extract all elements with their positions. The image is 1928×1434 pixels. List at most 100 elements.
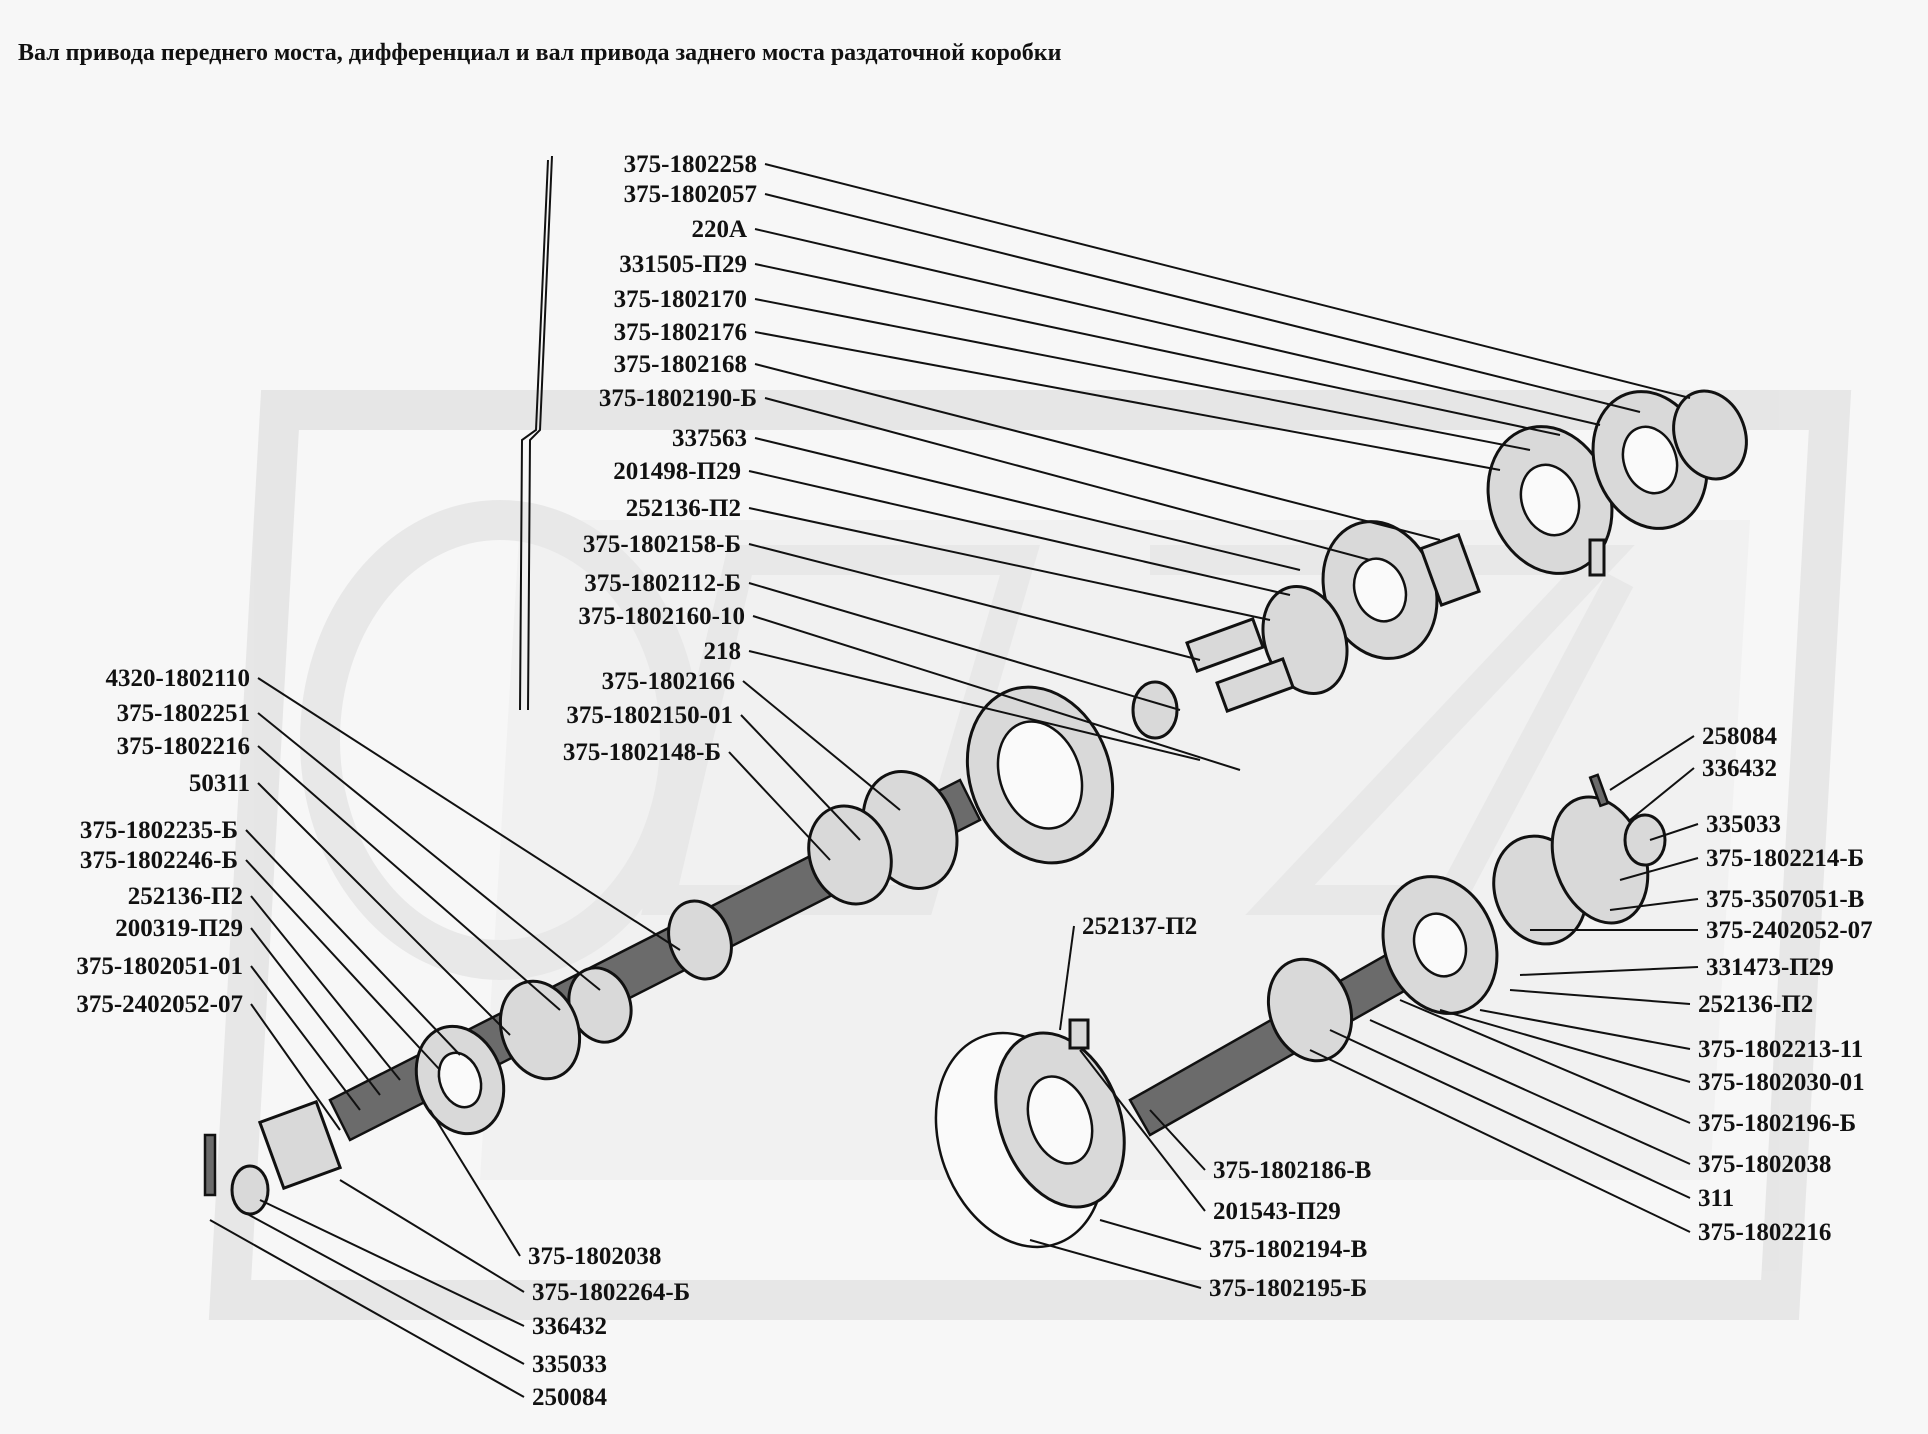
leader-line [245,829,461,1056]
leader-line [1079,1049,1206,1212]
leader-line [239,1209,525,1365]
part-label: 375-1802148-Б [563,739,721,766]
part-label: 375-2402052-07 [76,991,243,1018]
leader-line [257,745,561,1011]
part-label: 375-1802258 [624,151,757,178]
leader-line [764,193,1641,413]
part-label: 375-1802190-Б [599,385,757,412]
part-label: 375-1802057 [624,181,757,208]
part-label: 375-1802196-Б [1698,1110,1856,1137]
leader-line [250,965,361,1111]
part-label: 252136-П2 [128,883,243,910]
leader-line [1479,1009,1691,1050]
part-label: 201498-П29 [613,458,741,485]
leader-line [752,615,1241,771]
part-label: 375-1802160-10 [578,603,745,630]
leader-line [748,470,1291,596]
leader-lines [209,163,1699,1398]
leader-line [742,680,901,811]
part-label: 375-1802246-Б [80,847,238,874]
leader-line [1099,1219,1202,1250]
part-label: 375-1802038 [1698,1151,1831,1178]
part-label: 200319-П29 [115,915,243,942]
part-label: 311 [1698,1185,1734,1212]
cover-gasket [934,1018,1126,1249]
part-label: 252136-П2 [626,495,741,522]
leader-line [764,163,1691,399]
leader-line [748,650,1201,761]
thin-rod-2 [519,159,549,711]
part-label: 258084 [1702,723,1778,750]
part-label: 375-1802194-В [1209,1236,1367,1263]
part-label: 375-1802038 [528,1243,661,1270]
leader-line [1609,735,1695,791]
leader-line [1439,1009,1691,1083]
leader-line [209,1219,525,1398]
part-label: 375-1802213-11 [1698,1036,1863,1063]
leader-line [740,714,861,841]
leader-line [429,1109,521,1257]
part-label: 375-1802170 [614,286,747,313]
part-label: 375-1802158-Б [583,531,741,558]
part-label: 375-2402052-07 [1706,917,1873,944]
part-label: 331473-П29 [1706,954,1834,981]
leader-line [257,712,601,991]
leader-line [1619,857,1699,881]
leader-line [1369,1019,1691,1165]
part-label: 375-1802051-01 [76,953,243,980]
leader-line [754,298,1531,451]
leader-line [754,363,1441,541]
part-label: 50311 [189,770,250,797]
part-label: 375-1802030-01 [1698,1069,1865,1096]
part-label: 375-1802264-Б [532,1279,690,1306]
part-label: 335033 [1706,811,1781,838]
leader-line [257,677,681,951]
part-label: 375-3507051-В [1706,886,1864,913]
part-label: 336432 [1702,755,1777,782]
leader-line [1029,1239,1202,1289]
leader-line [1059,925,1075,1031]
leader-line [250,927,381,1096]
part-label: 252137-П2 [1082,913,1197,940]
part-label: 220А [691,216,747,243]
leader-line [245,859,441,1071]
leader-line [250,895,401,1081]
part-label: 250084 [532,1384,608,1411]
part-label: 375-1802150-01 [566,702,733,729]
part-label: 4320-1802110 [106,665,250,692]
part-label: 337563 [672,425,747,452]
part-label: 375-1802195-Б [1209,1275,1367,1302]
part-label: 252136-П2 [1698,991,1813,1018]
leader-line [754,331,1501,471]
leader-line [1509,989,1691,1005]
part-label: 375-1802235-Б [80,817,238,844]
part-label: 201543-П29 [1213,1198,1341,1225]
leader-line [1329,1029,1691,1199]
part-label: 375-1802216 [1698,1219,1831,1246]
leader-line [748,582,1181,711]
leader-line [1519,966,1699,976]
part-label: 375-1802168 [614,351,747,378]
leader-line [754,228,1601,426]
leader-line [748,543,1201,661]
part-label: 375-1802216 [117,733,250,760]
diagram-title: Вал привода переднего моста, дифференциа… [18,40,1062,66]
leader-line [1609,898,1699,911]
watermark [208,390,1852,1320]
part-label: 375-1802166 [602,668,735,695]
leader-line [1649,823,1699,841]
leader-line [748,507,1271,621]
leader-line [1149,1109,1206,1171]
part-label: 218 [704,638,742,665]
rear-shaft-assembly [1128,773,1667,1137]
leader-line [754,437,1301,571]
leader-line [339,1179,525,1293]
leader-line [754,263,1561,436]
leader-line [1629,767,1695,821]
leader-line [257,782,511,1036]
leader-line [1309,1049,1691,1233]
leader-line [250,1003,341,1131]
part-label: 375-1802176 [614,319,747,346]
